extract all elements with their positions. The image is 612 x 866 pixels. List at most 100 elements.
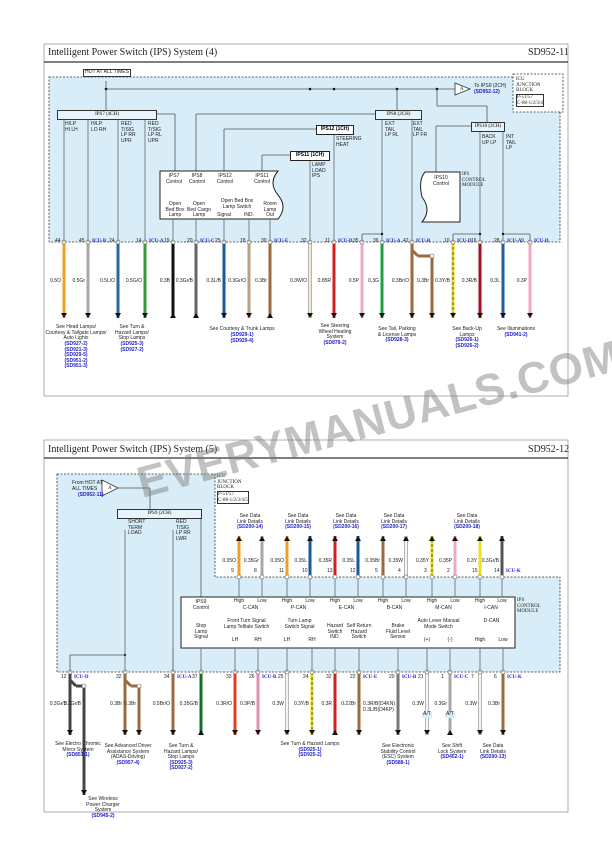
- ref-code[interactable]: (SD200-13): [480, 754, 506, 760]
- p2-top-pin-number: 12: [350, 568, 356, 574]
- junction-dot: [308, 87, 312, 91]
- panel1-code: SD952-11: [528, 47, 569, 58]
- p2-wire-spec: 0.3P/B: [239, 701, 255, 707]
- ips-control-module-box-1: [159, 170, 284, 220]
- p1-pin-number: 42: [403, 238, 409, 244]
- p1-pin-14: [429, 253, 435, 259]
- ref-code[interactable]: (SD925-1) (SD925-2): [298, 746, 322, 758]
- arrow-down-icon: [500, 313, 506, 318]
- ref-code[interactable]: (SD945-2): [91, 812, 115, 819]
- arrow-up-icon: [499, 536, 505, 541]
- arrow-down-icon: [527, 313, 533, 318]
- p2-top-pin-number: 14: [494, 568, 500, 574]
- p1-wire-spec: 0.85R: [317, 278, 331, 284]
- arrow-up-icon: [429, 536, 435, 541]
- arrow-down-icon: [221, 313, 227, 318]
- p1-connector-label: ICU-D: [457, 239, 472, 244]
- junction-dot: [478, 232, 482, 236]
- p2-wire-spec: 0.3W: [412, 701, 424, 707]
- top-ref-code[interactable]: (SD200-17): [381, 524, 407, 530]
- p1-connector-label: ICU-E: [274, 239, 289, 244]
- ref-text: See Data Link Details: [480, 743, 506, 755]
- arrow-down-icon: [424, 730, 430, 735]
- ref-courtesy-trunk-codes[interactable]: (SD929-1) (SD929-4): [230, 332, 254, 344]
- can-high-label: High: [377, 598, 389, 604]
- ips9-output-2: RED T/SIG LP RR LWR: [176, 519, 191, 542]
- module-pin-sublabel: RH: [254, 637, 262, 643]
- top-ref-text: See Data Link Details: [454, 513, 480, 525]
- p2-connector-label: ICU-E: [363, 675, 378, 680]
- top-ref-code[interactable]: (SD200-16): [333, 524, 359, 530]
- ref-tail-parking-codes[interactable]: (SD928-3): [385, 337, 409, 343]
- p2-top-wire-spec: 0.35P: [438, 558, 452, 564]
- icu-junction-block-connectors-2: P-51/57 C-88-1/2/3/4/5: [217, 491, 249, 504]
- ref-code[interactable]: (SD957-4): [116, 759, 140, 766]
- top-ref-text: See Data Link Details: [333, 513, 359, 525]
- p1-wire-spec: 0.3W/O: [290, 278, 307, 284]
- ref-code[interactable]: (SD925-3) (SD927-2): [169, 759, 193, 771]
- top-ref-code[interactable]: (SD200-15): [285, 524, 311, 530]
- p1-connector-label: ICU-A: [149, 239, 164, 244]
- ref-text: See Electronic Stability Control (ESC) S…: [380, 743, 416, 760]
- at-badge: A/T: [445, 711, 455, 718]
- p2-pin-number: 32: [326, 674, 332, 680]
- top-ref-code[interactable]: (SD200-14): [237, 524, 263, 530]
- p1-connector-label: ICU-C: [200, 239, 215, 244]
- ips12-output: STEERING HEAT: [336, 136, 362, 148]
- ref-steering-heat-codes[interactable]: (SD879-2): [323, 340, 347, 346]
- p1-wire-spec: 0.3R/B: [461, 278, 477, 284]
- top-ref-code[interactable]: (SD200-18): [454, 524, 480, 530]
- p2-pin-number: 22: [350, 674, 356, 680]
- arrow-up-icon: [198, 730, 204, 735]
- ips7-output-1: H/LP HI LH: [65, 121, 78, 133]
- arrow-down-icon: [331, 313, 337, 318]
- ref-turn-hazard-codes[interactable]: (SD925-3) (SD927-2): [120, 341, 144, 353]
- p2-wire-spec: 0.3Br: [110, 701, 122, 707]
- p2-wire-spec: 0.35G/B: [179, 701, 198, 707]
- module-pin-label: Auto Lever Manual Mode Switch: [417, 618, 460, 630]
- p2-top-connector-label: ICU-K: [506, 569, 521, 574]
- ips-control-module-label-2: IPS CONTROL MODULE: [517, 598, 541, 614]
- module-pin-label: Self Return Hazard Switch: [346, 623, 372, 640]
- p1-connector-label: ICU-A: [507, 239, 522, 244]
- module-pin-label: Front Turn Signal Lamp Telltale Switch: [223, 618, 270, 630]
- ref-code[interactable]: (SD588-1): [386, 759, 410, 766]
- p1-wire-spec: 0.3L: [490, 278, 500, 284]
- ips7-box: IPS7 (4CH): [57, 110, 157, 120]
- can-high-label: High: [281, 598, 293, 604]
- ref-back-up-codes[interactable]: (SD926-1) (SD926-2): [455, 337, 479, 349]
- p1-pin-number: 28: [494, 238, 500, 244]
- p2-top-pin-0: [236, 574, 242, 580]
- from-hot-ref[interactable]: (SD952-11): [78, 492, 104, 498]
- module-pin-label: Stop Lamp Signal: [194, 623, 208, 640]
- ips7-control-label: IPS7 Control: [165, 173, 183, 185]
- icu-junction-block-label-2: ICU JUNCTION BLOCK: [217, 474, 242, 490]
- p2-top-pin-number: 2: [447, 568, 450, 574]
- p2-top-wire-spec: 0.35O: [270, 558, 284, 564]
- to-ips9-ref[interactable]: (SD952-12): [474, 89, 500, 95]
- ref-code[interactable]: (SD851-1): [66, 752, 90, 758]
- from-hot-label: From HOT AT ALL TIMES: [72, 480, 103, 492]
- p2-top-pin-8: [429, 574, 435, 580]
- can-bus-name: I-CAN: [484, 605, 498, 611]
- p1-connector-label: ICU-A: [386, 239, 401, 244]
- arrow-up-icon: [307, 536, 313, 541]
- p1-pin-number: 30: [261, 238, 267, 244]
- ref-head-lamps-codes[interactable]: (SD927-2) (SD921-3) (SD929-5) (SD951-2) …: [64, 341, 88, 369]
- p2-top-wire-spec: 0.35O: [222, 558, 236, 564]
- ref-code[interactable]: (SD452-1): [440, 754, 464, 760]
- ref-text: See Turn & Hazard Lamps: [280, 741, 340, 747]
- p2-connector-label: ICU-K: [507, 675, 522, 680]
- ips7-output-4: RED T/SIG LP RL UPR: [148, 121, 162, 144]
- can-high-label: High: [233, 598, 245, 604]
- ref-illuminations-codes[interactable]: (SD941-2): [504, 332, 528, 338]
- p2-pin-number: 6: [494, 674, 497, 680]
- ips8-box: IPS8 (2CH): [375, 110, 422, 120]
- p2-top-pin-number: 13: [327, 568, 333, 574]
- room-lamp-out-label: Room Lamp Out: [263, 201, 277, 218]
- p1-wire-spec: 0.3G: [368, 278, 379, 284]
- ref-tail-parking: See Tail, Parking & License Lamps: [377, 326, 417, 338]
- to-ips9-label: To IPS9 (2CH): [474, 83, 507, 89]
- arrow-down-icon: [232, 730, 238, 735]
